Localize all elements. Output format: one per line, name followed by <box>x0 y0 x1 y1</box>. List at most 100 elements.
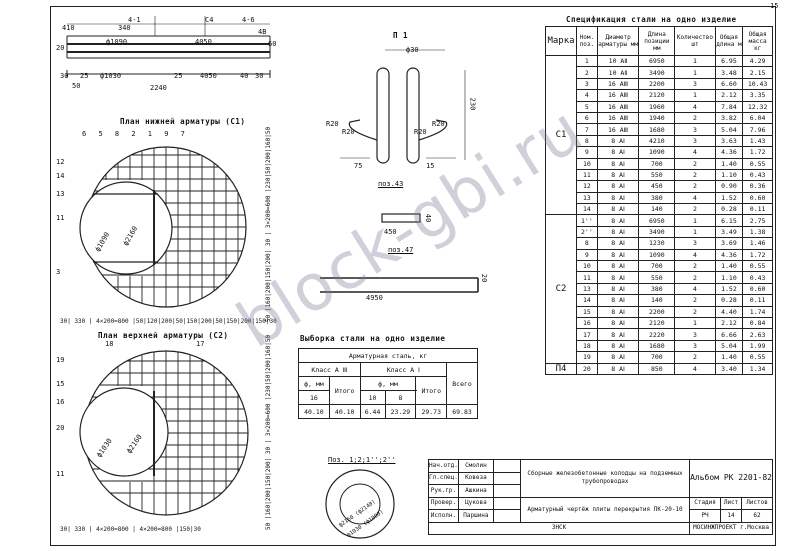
p1-dim: R20 <box>342 128 355 136</box>
p1-dim: 230 <box>468 97 477 111</box>
spec-cell: 16 <box>576 316 598 330</box>
sample-val: 6.44 <box>359 404 386 419</box>
spec-cell: 6.66 <box>714 328 744 341</box>
spec-cell: 17 <box>576 328 598 341</box>
spec-mark: П4 <box>545 362 577 375</box>
bar-dim: 20 <box>480 273 489 283</box>
spec-cell: 1.10 <box>714 168 744 182</box>
spec-cell: 700 <box>638 157 676 170</box>
spec-cell: 3.69 <box>714 237 744 250</box>
spec-cell: 2 <box>674 157 716 170</box>
spec-cell: 8 АⅠ <box>596 351 640 364</box>
spec-cell: 2.15 <box>742 66 773 79</box>
drawing-name: Арматурный чертёж плиты перекрытия ПК-20… <box>519 496 691 523</box>
diam: 8 <box>384 390 417 405</box>
spec-cell: 3 <box>576 77 598 91</box>
spec-cell: 16 АⅢ <box>596 123 640 136</box>
spec-cell: 10.43 <box>742 77 773 91</box>
plan-upper-top-num: 18 <box>105 340 114 348</box>
spec-col-qty: Количество шт <box>674 26 716 56</box>
strip-bar-label: ф1090 <box>106 38 128 46</box>
spec-cell: 3.48 <box>714 66 744 79</box>
strip-dim: 340 <box>118 24 131 32</box>
spec-cell: 700 <box>638 351 676 364</box>
p1-dim: R20 <box>432 120 445 128</box>
signature <box>492 471 521 485</box>
plan-lower-top-numbers: 6 5 8 2 1 9 7 <box>82 130 185 138</box>
spec-cell: 380 <box>638 282 676 296</box>
spec-cell: 4 <box>674 191 716 205</box>
pos-num: 9 <box>164 130 169 138</box>
spec-cell: 1 <box>674 66 716 79</box>
spec-cell: 0.55 <box>742 157 773 170</box>
sheet-label: Лист <box>720 496 743 510</box>
strip-total-dim: 2240 <box>150 84 167 92</box>
sample-header: Арматурная сталь, кг <box>298 348 478 363</box>
strip-bottom-num: 50 <box>72 82 81 90</box>
spec-cell: 3 <box>674 339 716 353</box>
spec-cell: 3.40 <box>714 362 744 375</box>
signature <box>492 509 521 523</box>
pos-num: 7 <box>180 130 185 138</box>
phi-label: ф, мм <box>298 376 330 391</box>
vsego-label: Всего <box>446 362 478 405</box>
spec-cell: 5.04 <box>714 339 744 353</box>
spec-cell: 2 <box>674 294 716 307</box>
spec-cell: 1 <box>674 214 716 227</box>
sample-val: 40.10 <box>298 404 330 419</box>
spec-cell: 16 АⅢ <box>596 89 640 102</box>
sample-val: 23.29 <box>384 404 417 419</box>
spec-cell: 380 <box>638 191 676 205</box>
spec-cell: 450 <box>638 180 676 193</box>
sample-table: Арматурная сталь, кг Класс А Ⅲ Класс А Ⅰ… <box>298 348 478 419</box>
plan-upper-left-num: 20 <box>56 424 65 432</box>
spec-title: Спецификация стали на одно изделие <box>566 15 737 24</box>
name: Ашкина <box>457 484 494 498</box>
spec-cell: 12 <box>576 180 598 193</box>
spec-cell: 16 АⅢ <box>596 111 640 125</box>
spec-col-len: Длина позиции мм <box>638 26 676 56</box>
phi-label: ф, мм <box>359 376 417 391</box>
signature <box>492 496 521 510</box>
p1-dim: ф30 <box>406 46 419 54</box>
spec-cell: 1.40 <box>714 260 744 273</box>
spec-cell: 3.35 <box>742 89 773 102</box>
spec-cell: 1.52 <box>714 282 744 296</box>
spec-cell: 0.11 <box>742 294 773 307</box>
spec-cell: 9 <box>576 248 598 262</box>
spec-cell: 8 АⅠ <box>596 237 640 250</box>
plan-upper-left-num: 19 <box>56 356 65 364</box>
p1-dim: 75 <box>354 162 363 170</box>
itogo-label: Итого <box>328 376 361 405</box>
spec-cell: 8 АⅠ <box>596 362 640 375</box>
spec-cell: 8 АⅠ <box>596 294 640 307</box>
strip-dim: 40 <box>240 72 249 80</box>
spec-mark: С2 <box>545 214 577 364</box>
spec-cell: 3490 <box>638 225 676 239</box>
strip-side: 60 <box>268 40 277 48</box>
spec-cell: 6950 <box>638 54 676 68</box>
spec-cell: 19 <box>576 351 598 364</box>
spec-cell: 1680 <box>638 123 676 136</box>
spec-cell: 850 <box>638 362 676 375</box>
plan-upper-drawing <box>79 350 249 516</box>
spec-cell: 15 <box>576 305 598 319</box>
spec-mark: С1 <box>545 54 577 216</box>
spec-cell: 0.11 <box>742 203 773 216</box>
spec-cell: 1'' <box>576 214 598 227</box>
spec-cell: 2 <box>674 168 716 182</box>
